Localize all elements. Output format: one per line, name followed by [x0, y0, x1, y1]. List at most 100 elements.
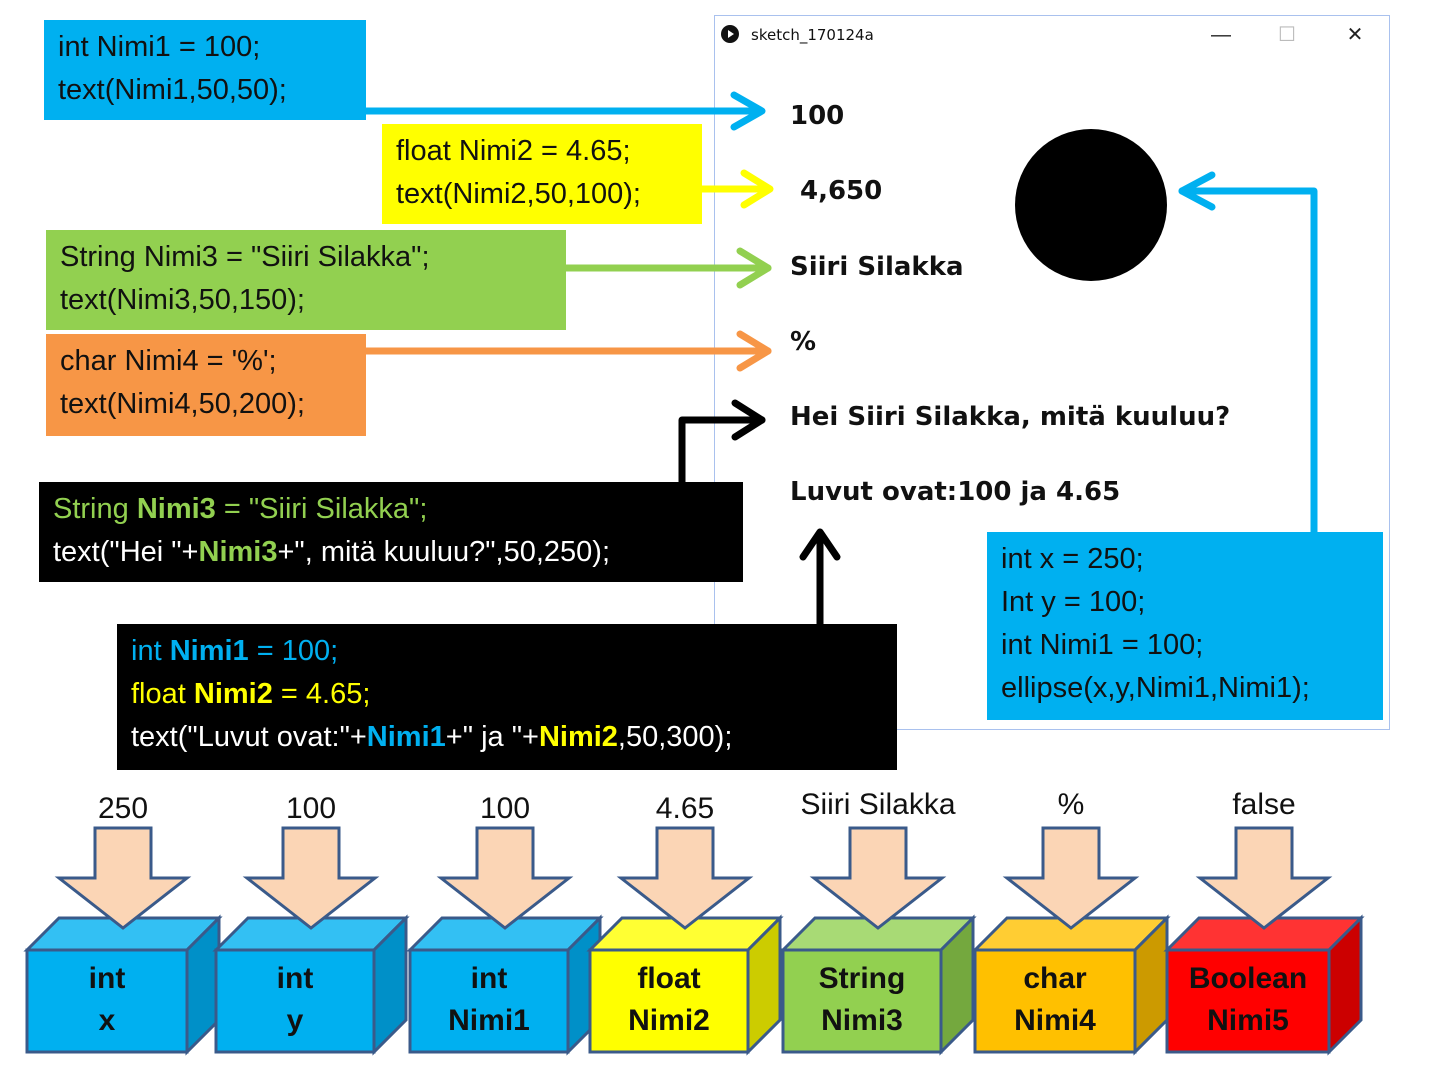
box-front-face — [588, 948, 750, 1054]
maximize-button[interactable]: ☐ — [1278, 24, 1296, 46]
code-token: +" ja "+ — [445, 721, 539, 753]
variable-box-nimi5 — [1163, 826, 1365, 1056]
variable-name: x — [98, 1004, 116, 1037]
assign-arrow-icon — [1195, 826, 1333, 930]
arrow-nimi4 — [362, 330, 772, 372]
code-line: text(Nimi4,50,200); — [60, 388, 305, 420]
code-line: ellipse(x,y,Nimi1,Nimi1); — [1001, 672, 1310, 704]
code-box-float-nimi2: float Nimi2 = 4.65; text(Nimi2,50,100); — [382, 124, 702, 224]
code-token: int — [131, 635, 170, 667]
variable-label: int x — [27, 958, 187, 1042]
variable-type: Boolean — [1188, 962, 1308, 995]
arrow-nimi3 — [562, 247, 772, 289]
code-box-int-nimi1: int Nimi1 = 100; text(Nimi1,50,50); — [44, 20, 366, 120]
code-token-var: Nimi1 — [366, 721, 446, 753]
variable-box-nimi2 — [586, 826, 784, 1056]
output-nimi3: Siiri Silakka — [790, 252, 964, 282]
assign-arrow-icon — [1002, 826, 1140, 930]
box-front-face — [973, 948, 1137, 1054]
code-line: text("Luvut ovat:"+Nimi1+" ja "+Nimi2,50… — [131, 716, 883, 759]
variable-value: 4.65 — [655, 792, 715, 825]
code-line: text(Nimi3,50,150); — [60, 284, 305, 316]
processing-app-icon — [721, 25, 739, 43]
variable-type: int — [88, 962, 126, 995]
code-token: = 4.65; — [272, 678, 371, 710]
output-greeting: Hei Siiri Silakka, mitä kuuluu? — [790, 402, 1231, 432]
variable-box-x — [23, 826, 223, 1056]
variable-box-nimi4 — [971, 826, 1171, 1056]
code-line: String Nimi3 = "Siiri Silakka"; — [60, 241, 430, 273]
arrow-nimi2 — [698, 169, 774, 209]
variable-type: int — [470, 962, 508, 995]
variable-name: Nimi4 — [1014, 1004, 1096, 1037]
code-box-number-concat: int Nimi1 = 100; float Nimi2 = 4.65; tex… — [117, 624, 897, 770]
box-front-face — [408, 948, 570, 1054]
code-token: text("Hei "+ — [53, 536, 199, 568]
output-ellipse — [1015, 129, 1167, 281]
code-box-char-nimi4: char Nimi4 = '%'; text(Nimi4,50,200); — [46, 334, 366, 436]
variable-type: int — [276, 962, 314, 995]
code-box-string-concat: String Nimi3 = "Siiri Silakka"; text("He… — [39, 482, 743, 582]
variable-name: Nimi2 — [628, 1004, 710, 1037]
code-box-ellipse: int x = 250; Int y = 100; int Nimi1 = 10… — [987, 532, 1383, 720]
arrow-ellipse — [1178, 171, 1318, 536]
code-line: int Nimi1 = 100; — [58, 31, 261, 63]
code-token-var: Nimi2 — [193, 678, 273, 710]
variable-value: Siiri Silakka — [800, 788, 956, 821]
code-line: float Nimi2 = 4.65; — [131, 673, 883, 716]
code-token-var: Nimi2 — [538, 721, 618, 753]
variable-value: 100 — [285, 792, 337, 825]
close-button[interactable]: ✕ — [1346, 24, 1364, 46]
variable-value: % — [1057, 788, 1085, 821]
code-line: text("Hei "+Nimi3+", mitä kuuluu?",50,25… — [53, 531, 729, 574]
variable-box-nimi1 — [406, 826, 604, 1056]
window-titlebar[interactable]: sketch_170124a — ☐ ✕ — [715, 16, 1389, 54]
variable-value: 250 — [97, 792, 149, 825]
assign-arrow-icon — [616, 826, 754, 930]
code-line: char Nimi4 = '%'; — [60, 345, 277, 377]
code-line: int Nimi1 = 100; — [1001, 629, 1204, 661]
variable-box-y — [212, 826, 410, 1056]
code-line: Int y = 100; — [1001, 586, 1146, 618]
code-token: String — [53, 493, 137, 525]
assign-arrow-icon — [54, 826, 192, 930]
assign-arrow-icon — [242, 826, 380, 930]
code-line: String Nimi3 = "Siiri Silakka"; — [53, 488, 729, 531]
arrow-greeting — [678, 399, 766, 486]
variable-value: 100 — [479, 792, 531, 825]
variable-name: y — [286, 1004, 304, 1037]
code-token: = 100; — [248, 635, 339, 667]
variable-name: Nimi3 — [821, 1004, 903, 1037]
window-title: sketch_170124a — [751, 26, 874, 44]
variable-box-nimi3 — [779, 826, 977, 1056]
variable-name: Nimi5 — [1207, 1004, 1289, 1037]
code-token: ,50,300); — [617, 721, 733, 753]
code-token-var: Nimi3 — [136, 493, 216, 525]
box-front-face — [214, 948, 376, 1054]
output-nimi1: 100 — [790, 101, 845, 131]
variable-value: false — [1232, 788, 1296, 821]
box-front-face — [25, 948, 189, 1054]
code-token: text("Luvut ovat:"+ — [131, 721, 367, 753]
code-line: int Nimi1 = 100; — [131, 630, 883, 673]
output-numbers: Luvut ovat:100 ja 4.65 — [790, 477, 1121, 507]
code-token: float — [131, 678, 194, 710]
box-front-face — [1165, 948, 1331, 1054]
output-nimi4: % — [790, 327, 817, 357]
assign-arrow-icon — [809, 826, 947, 930]
code-line: text(Nimi2,50,100); — [396, 178, 641, 210]
minimize-button[interactable]: — — [1211, 24, 1231, 46]
variable-type: String — [818, 962, 906, 995]
output-nimi2: 4,650 — [800, 176, 883, 206]
variable-label: int y — [216, 958, 374, 1042]
code-line: int x = 250; — [1001, 543, 1144, 575]
code-line: text(Nimi1,50,50); — [58, 74, 287, 106]
code-token: = "Siiri Silakka"; — [215, 493, 428, 525]
variable-name: Nimi1 — [448, 1004, 530, 1037]
